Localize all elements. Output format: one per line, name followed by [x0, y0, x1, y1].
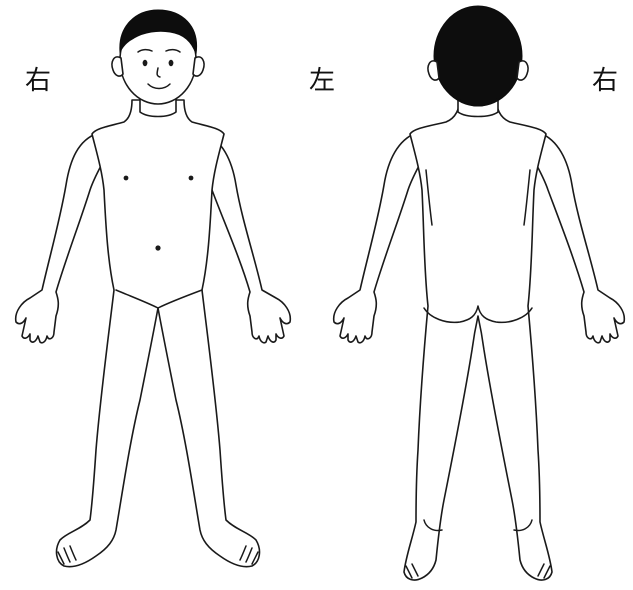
back-ear-right [517, 61, 528, 80]
front-eye-left [143, 60, 148, 66]
front-arm-viewer-left [16, 133, 104, 343]
front-figure [16, 10, 291, 567]
back-arm-viewer-right [534, 133, 624, 343]
front-ear-left [112, 57, 123, 76]
back-ear-left [428, 61, 439, 80]
back-torso-legs [404, 96, 552, 580]
front-navel [155, 245, 160, 250]
front-ear-right [193, 57, 204, 76]
back-arm-viewer-left [334, 133, 422, 343]
front-nipple-left [124, 176, 129, 181]
back-figure [334, 6, 625, 580]
front-nipple-right [189, 176, 194, 181]
front-eye-right [169, 60, 174, 66]
